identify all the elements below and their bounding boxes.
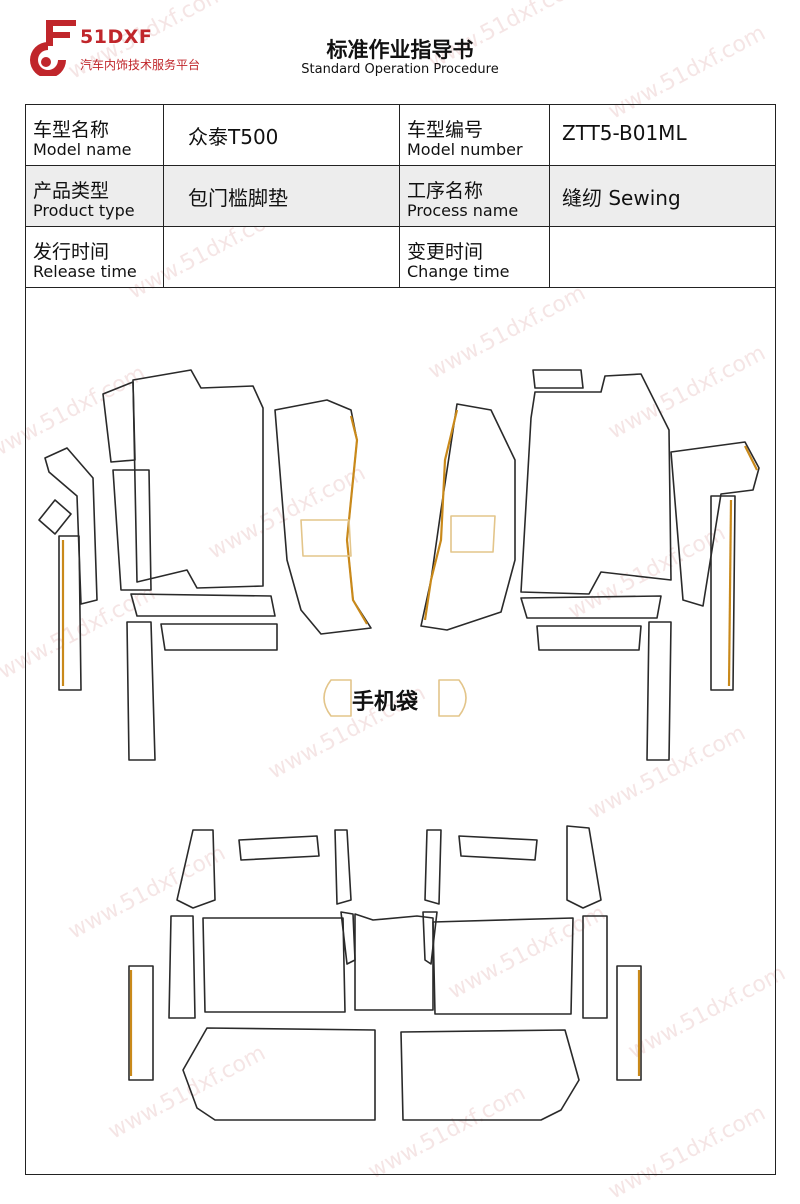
info-row-product: 产品类型 Product type 包门槛脚垫 工序名称 Process nam… [25,165,776,227]
brand-tagline: 汽车内饰技术服务平台 [80,58,201,72]
info-table: 车型名称 Model name 众泰T500 车型编号 Model number… [25,104,776,288]
product-type-label-zh: 产品类型 [33,180,110,202]
change-time-label-en: Change time [407,262,510,281]
right-sill-strip [710,495,736,691]
release-time-label-zh: 发行时间 [33,241,110,263]
document-title: 标准作业指导书 [326,38,474,62]
phone-pocket-label: 手机袋 [351,690,418,715]
left-sill-strip [58,535,82,691]
brand-logo [30,20,76,76]
front-right-mat-set [420,369,760,761]
rear-center-tunnel [354,913,434,1011]
right-curved-piece [420,403,516,631]
info-row-model: 车型名称 Model name 众泰T500 车型编号 Model number… [25,104,776,166]
right-sill-strip-trim [727,499,733,687]
rear-left-sill [168,915,196,1019]
rear-left-top-piece [176,829,216,909]
info-row-time: 发行时间 Release time 变更时间 Change time [25,226,776,288]
left-lower-bar [130,593,276,617]
model-name-label: 车型名称 Model name [25,104,164,166]
right-top-bar [532,369,584,389]
model-number-label-zh: 车型编号 [407,119,484,141]
document-subtitle: Standard Operation Procedure [301,62,499,77]
left-curved-edge [345,415,368,625]
rear-right-sill [582,915,608,1019]
product-type-value-cell: 包门槛脚垫 [163,165,400,227]
model-number-label-en: Model number [407,140,523,159]
right-pocket-blob [450,515,496,553]
rear-left-bottom [182,1027,376,1121]
process-name-label-en: Process name [407,201,519,220]
rear-mat-set [128,825,642,1121]
right-curved-edge [423,409,459,621]
model-name-label-zh: 车型名称 [33,119,110,141]
right-wing-piece [670,441,760,607]
process-name-value-cell: 缝纫 Sewing [549,165,776,227]
phone-pocket-pieces [323,679,467,717]
rear-right-main [432,917,574,1015]
brand-name: 51DXF [80,26,153,48]
rear-far-left-strip [128,965,154,1081]
release-time-label-en: Release time [33,262,137,281]
pocket-right-shape [438,679,467,717]
rear-right-tab [424,829,442,905]
model-number-value: ZTT5-B01ML [562,121,687,145]
rear-left-main [202,917,346,1013]
rear-left-tab [334,829,352,905]
product-type-label: 产品类型 Product type [25,165,164,227]
process-name-label-zh: 工序名称 [407,180,484,202]
left-small-square [38,499,72,535]
model-name-label-en: Model name [33,140,132,159]
model-number-value-cell: ZTT5-B01ML [549,104,776,166]
release-time-value-cell [163,226,400,288]
left-lower-tray [160,623,278,651]
rear-right-bottom [400,1029,580,1121]
rear-left-top-bar [238,835,320,861]
process-name-label: 工序名称 Process name [399,165,550,227]
model-name-value-cell: 众泰T500 [163,104,400,166]
pocket-left-shape [323,679,352,717]
left-top-piece [102,381,136,463]
front-left-mat-set [38,369,372,761]
pattern-outlines [38,369,760,1121]
left-main-mat [132,369,264,589]
document-header: 51DXF 汽车内饰技术服务平台 标准作业指导书 Standard Operat… [0,0,800,100]
release-time-label: 发行时间 Release time [25,226,164,288]
change-time-label-zh: 变更时间 [407,241,484,263]
rear-right-top-piece [566,825,602,909]
pattern-diagram [25,288,776,1175]
left-thin-strip [126,621,156,761]
left-pocket-blob [300,519,352,557]
process-name-value: 缝纫 Sewing [562,186,681,210]
product-type-label-en: Product type [33,201,135,220]
right-wing-trim [744,445,758,471]
rear-center-left-wedge [340,911,356,965]
right-lower-bar [520,595,662,619]
left-wing-piece [44,447,98,605]
right-lower-tray [536,625,642,651]
right-thin-strip [646,621,672,761]
model-number-label: 车型编号 Model number [399,104,550,166]
change-time-value-cell [549,226,776,288]
product-type-value: 包门槛脚垫 [188,186,288,210]
model-name-value: 众泰T500 [188,125,279,149]
rear-right-top-bar [458,835,538,861]
rear-far-right-strip [616,965,642,1081]
change-time-label: 变更时间 Change time [399,226,550,288]
left-pillar [112,469,152,591]
right-main-mat [520,373,672,595]
rear-center-right-wedge [422,911,438,965]
